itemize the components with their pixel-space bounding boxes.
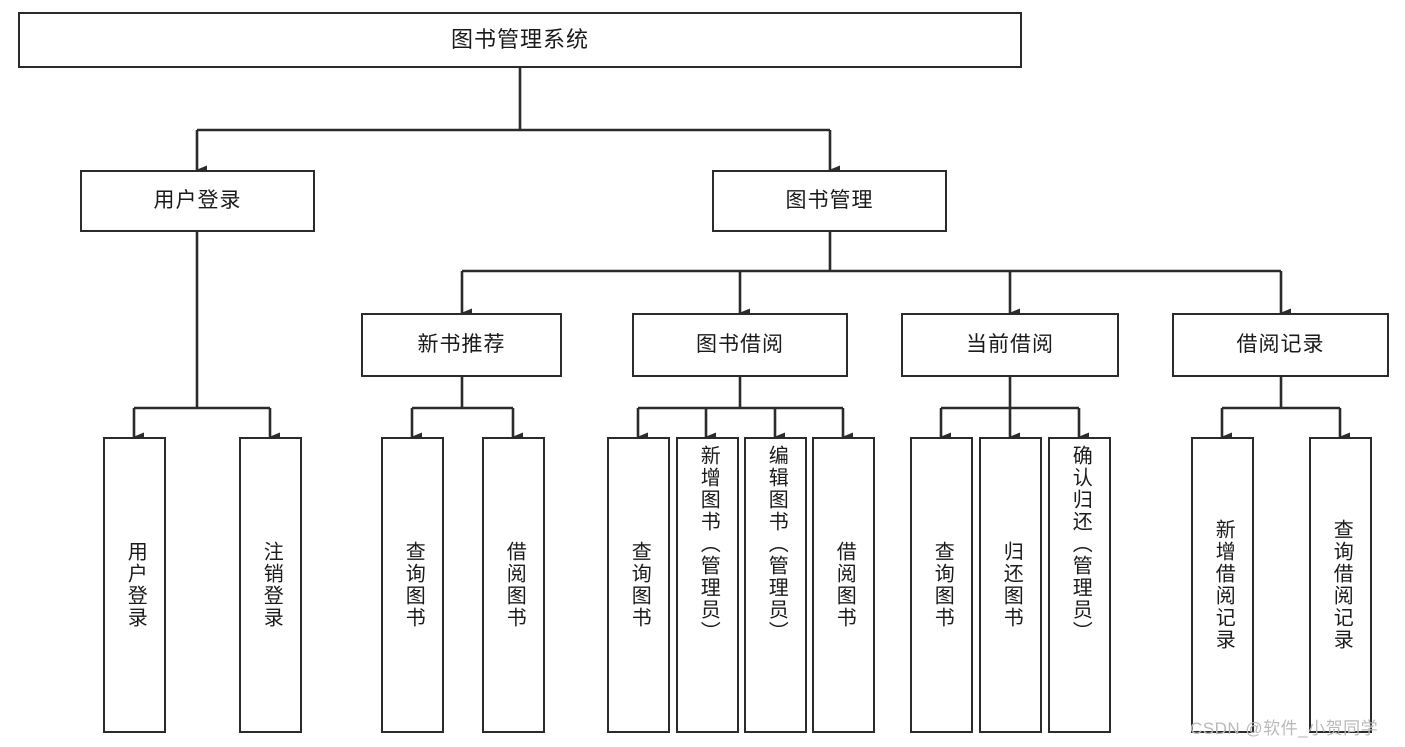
watermark-credit: CSDN @软件_小贺同学 xyxy=(1190,719,1379,738)
leaf-borrow-edit-book-admin[interactable]: 编辑图书（管理员） xyxy=(744,437,807,733)
leaf-recommend-query-book[interactable]: 查询图书 xyxy=(381,437,444,733)
leaf-label: 查询图书 xyxy=(931,541,954,629)
leaf-label: 新增借阅记录 xyxy=(1212,519,1235,651)
node-book-borrow[interactable]: 图书借阅 xyxy=(632,313,848,377)
leaf-borrow-add-book-admin[interactable]: 新增图书（管理员） xyxy=(676,437,739,733)
leaf-current-confirm-return-admin[interactable]: 确认归还（管理员） xyxy=(1048,437,1111,733)
node-book-management[interactable]: 图书管理 xyxy=(712,170,947,232)
node-user-login[interactable]: 用户登录 xyxy=(80,170,315,232)
leaf-label: 确认归还（管理员） xyxy=(1069,445,1092,643)
node-current-borrow[interactable]: 当前借阅 xyxy=(901,313,1119,377)
leaf-record-query-record[interactable]: 查询借阅记录 xyxy=(1309,437,1372,733)
leaf-label: 用户登录 xyxy=(124,541,147,629)
leaf-current-query-book[interactable]: 查询图书 xyxy=(910,437,973,733)
leaf-label: 查询图书 xyxy=(402,541,425,629)
leaf-label: 借阅图书 xyxy=(833,541,856,629)
leaf-borrow-borrow-book[interactable]: 借阅图书 xyxy=(812,437,875,733)
leaf-borrow-query-book[interactable]: 查询图书 xyxy=(607,437,670,733)
node-new-book-recommend[interactable]: 新书推荐 xyxy=(361,313,562,377)
leaf-recommend-borrow-book[interactable]: 借阅图书 xyxy=(482,437,545,733)
leaf-label: 注销登录 xyxy=(260,541,283,629)
leaf-record-add-record[interactable]: 新增借阅记录 xyxy=(1191,437,1254,733)
leaf-label: 借阅图书 xyxy=(503,541,526,629)
leaf-label: 新增图书（管理员） xyxy=(697,445,720,643)
leaf-user-login-signin[interactable]: 用户登录 xyxy=(103,437,166,733)
leaf-label: 查询图书 xyxy=(628,541,651,629)
node-borrow-record[interactable]: 借阅记录 xyxy=(1172,313,1389,377)
leaf-label: 编辑图书（管理员） xyxy=(765,445,788,643)
leaf-label: 归还图书 xyxy=(1000,541,1023,629)
node-root-system[interactable]: 图书管理系统 xyxy=(18,12,1022,68)
leaf-current-return-book[interactable]: 归还图书 xyxy=(979,437,1042,733)
leaf-label: 查询借阅记录 xyxy=(1330,519,1353,651)
leaf-user-login-signout[interactable]: 注销登录 xyxy=(239,437,302,733)
